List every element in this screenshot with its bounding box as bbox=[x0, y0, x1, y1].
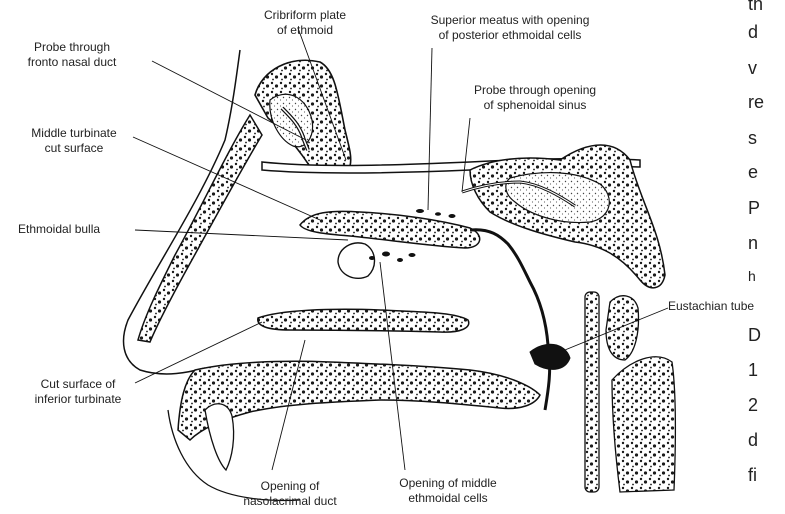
label-middle-ethmoidal-line1: Opening of middle bbox=[378, 476, 518, 491]
side-text-line: th bbox=[748, 0, 763, 15]
label-inferior-turbinate: Cut surface of inferior turbinate bbox=[18, 377, 138, 407]
side-text-line: d bbox=[748, 430, 758, 451]
posterior-ethmoidal-openings bbox=[416, 209, 456, 218]
side-text-line: re bbox=[748, 92, 764, 113]
label-middle-ethmoidal: Opening of middle ethmoidal cells bbox=[378, 476, 518, 506]
label-inferior-turbinate-line2: inferior turbinate bbox=[18, 392, 138, 407]
label-probe-sphenoidal-line2: of sphenoidal sinus bbox=[455, 98, 615, 113]
side-text-line: e bbox=[748, 162, 758, 183]
ethmoidal-bulla bbox=[338, 243, 374, 278]
label-middle-turbinate: Middle turbinate cut surface bbox=[14, 126, 134, 156]
side-text-line: v bbox=[748, 58, 757, 79]
label-nasolacrimal: Opening of nasolacrimal duct bbox=[230, 479, 350, 509]
side-text-line: s bbox=[748, 128, 757, 149]
side-text-line: P bbox=[748, 198, 760, 219]
label-cribriform-line2: of ethmoid bbox=[245, 23, 365, 38]
side-text-line: n bbox=[748, 233, 758, 254]
label-middle-turbinate-line1: Middle turbinate bbox=[14, 126, 134, 141]
label-cribriform-line1: Cribriform plate bbox=[245, 8, 365, 23]
label-ethmoidal-bulla: Ethmoidal bulla bbox=[18, 222, 100, 237]
nose-profile bbox=[124, 50, 240, 374]
side-text-line: D bbox=[748, 325, 761, 346]
label-superior-meatus-line2: of posterior ethmoidal cells bbox=[405, 28, 615, 43]
label-probe-sphenoidal: Probe through opening of sphenoidal sinu… bbox=[455, 83, 615, 113]
label-superior-meatus-line1: Superior meatus with opening bbox=[405, 13, 615, 28]
label-probe-sphenoidal-line1: Probe through opening bbox=[455, 83, 615, 98]
label-cribriform: Cribriform plate of ethmoid bbox=[245, 8, 365, 38]
side-text-line: 2 bbox=[748, 395, 758, 416]
eustachian-opening bbox=[530, 344, 570, 369]
label-inferior-turbinate-line1: Cut surface of bbox=[18, 377, 138, 392]
incisor bbox=[205, 404, 234, 470]
side-text-line: h bbox=[748, 268, 756, 284]
label-superior-meatus: Superior meatus with opening of posterio… bbox=[405, 13, 615, 43]
label-probe-fronto-line1: Probe through bbox=[12, 40, 132, 55]
label-nasolacrimal-line1: Opening of bbox=[230, 479, 350, 494]
label-nasolacrimal-line2: nasolacrimal duct bbox=[230, 494, 350, 509]
inferior-turbinate bbox=[258, 309, 469, 332]
label-probe-fronto-line2: fronto nasal duct bbox=[12, 55, 132, 70]
label-middle-turbinate-line2: cut surface bbox=[14, 141, 134, 156]
middle-ethmoidal-openings bbox=[369, 252, 416, 263]
side-text-line: 1 bbox=[748, 360, 758, 381]
axis bbox=[612, 357, 675, 492]
label-middle-ethmoidal-line2: ethmoidal cells bbox=[378, 491, 518, 506]
atlas bbox=[606, 296, 638, 360]
side-text-line: fi bbox=[748, 465, 757, 486]
label-probe-fronto: Probe through fronto nasal duct bbox=[12, 40, 132, 70]
side-text-line: d bbox=[748, 22, 758, 43]
label-eustachian: Eustachian tube bbox=[668, 299, 754, 314]
nasal-bone bbox=[138, 115, 262, 342]
vertebral-column bbox=[585, 292, 599, 492]
